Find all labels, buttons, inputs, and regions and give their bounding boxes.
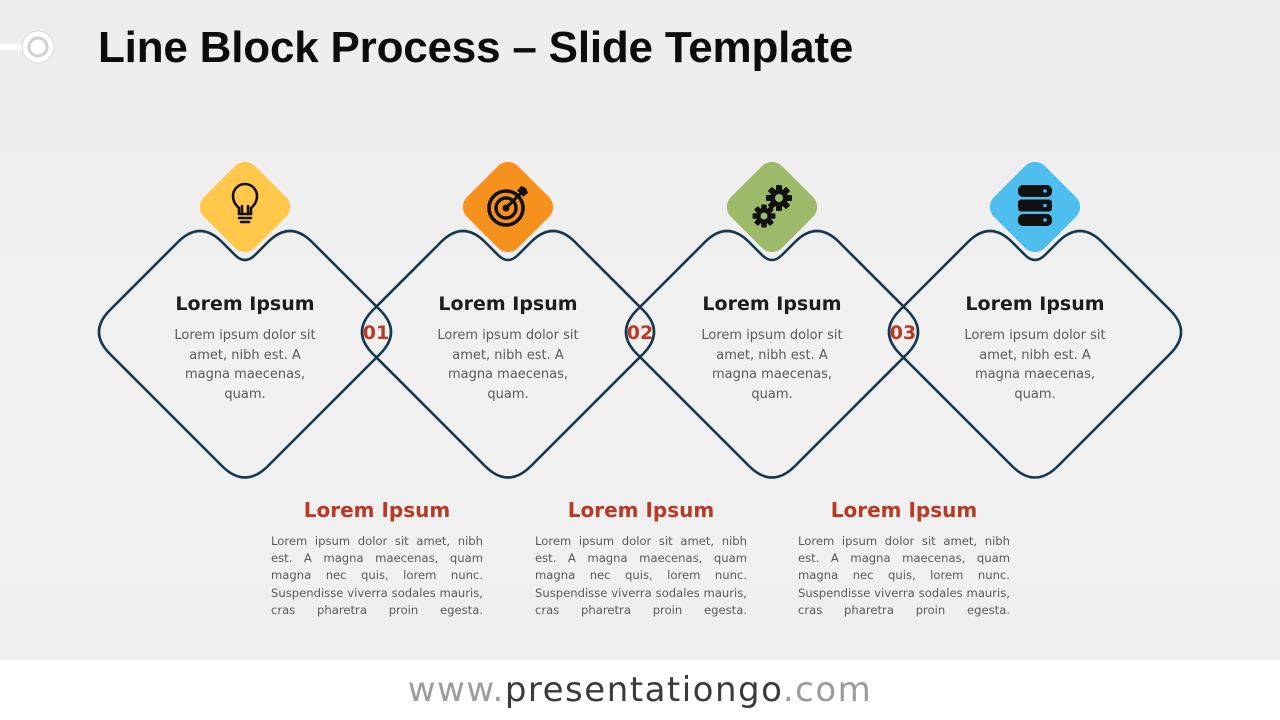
step-4-text: Lorem Ipsum Lorem ipsum dolor sit amet, … bbox=[955, 292, 1115, 404]
diamond-outline-3 bbox=[624, 229, 920, 479]
database-icon bbox=[1018, 185, 1052, 226]
connector-3-text: Lorem Ipsum Lorem ipsum dolor sit amet, … bbox=[798, 497, 1010, 619]
connector-2-heading: Lorem Ipsum bbox=[567, 498, 715, 522]
footer-url[interactable]: www.presentationgo.com bbox=[408, 670, 873, 710]
step-number-02: 02 bbox=[626, 322, 654, 344]
step-2-body: Lorem ipsum dolor sit amet, nibh est. A … bbox=[437, 328, 579, 402]
step-3-body: Lorem ipsum dolor sit amet, nibh est. A … bbox=[701, 328, 843, 402]
step-2-text: Lorem Ipsum Lorem ipsum dolor sit amet, … bbox=[428, 292, 588, 404]
presentation-logo-icon bbox=[0, 30, 55, 64]
step-3-heading: Lorem Ipsum bbox=[702, 293, 842, 315]
step-number-01: 01 bbox=[362, 322, 390, 344]
connector-1-text: Lorem Ipsum Lorem ipsum dolor sit amet, … bbox=[271, 497, 483, 619]
step-number-03: 03 bbox=[889, 322, 917, 344]
diamond-outline-4 bbox=[887, 229, 1183, 479]
connector-3-body: Lorem ipsum dolor sit amet, nibh est. A … bbox=[798, 534, 1010, 617]
gears-icon bbox=[752, 185, 792, 228]
step-4-heading: Lorem Ipsum bbox=[965, 293, 1105, 315]
diamond-outlines bbox=[97, 229, 1183, 479]
step-1-body: Lorem ipsum dolor sit amet, nibh est. A … bbox=[174, 328, 316, 402]
line-block-diagram bbox=[97, 161, 1183, 479]
connector-1-body: Lorem ipsum dolor sit amet, nibh est. A … bbox=[271, 534, 483, 617]
icon-tiles bbox=[199, 161, 1081, 253]
footer-url-brand: presentationgo bbox=[504, 670, 783, 710]
target-icon bbox=[487, 186, 528, 227]
step-4-body: Lorem ipsum dolor sit amet, nibh est. A … bbox=[964, 328, 1106, 402]
icon-tile-1 bbox=[199, 161, 291, 253]
connector-1-heading: Lorem Ipsum bbox=[303, 498, 451, 522]
step-3-text: Lorem Ipsum Lorem ipsum dolor sit amet, … bbox=[692, 292, 852, 404]
footer-url-prefix: www. bbox=[407, 670, 505, 710]
step-2-heading: Lorem Ipsum bbox=[438, 293, 578, 315]
lightbulb-icon bbox=[231, 182, 259, 224]
footer-url-suffix: .com bbox=[782, 670, 873, 710]
slide: Line Block Process – Slide Template bbox=[0, 23, 1183, 619]
connector-2-text: Lorem Ipsum Lorem ipsum dolor sit amet, … bbox=[535, 497, 747, 619]
connector-2-body: Lorem ipsum dolor sit amet, nibh est. A … bbox=[535, 534, 747, 617]
step-1-heading: Lorem Ipsum bbox=[175, 293, 315, 315]
footer: www.presentationgo.com bbox=[0, 660, 1280, 720]
diamond-outline-2 bbox=[360, 229, 656, 479]
slide-title: Line Block Process – Slide Template bbox=[98, 23, 854, 72]
connector-3-heading: Lorem Ipsum bbox=[830, 498, 978, 522]
diamond-outline-1 bbox=[97, 229, 393, 479]
step-1-text: Lorem Ipsum Lorem ipsum dolor sit amet, … bbox=[165, 292, 325, 404]
